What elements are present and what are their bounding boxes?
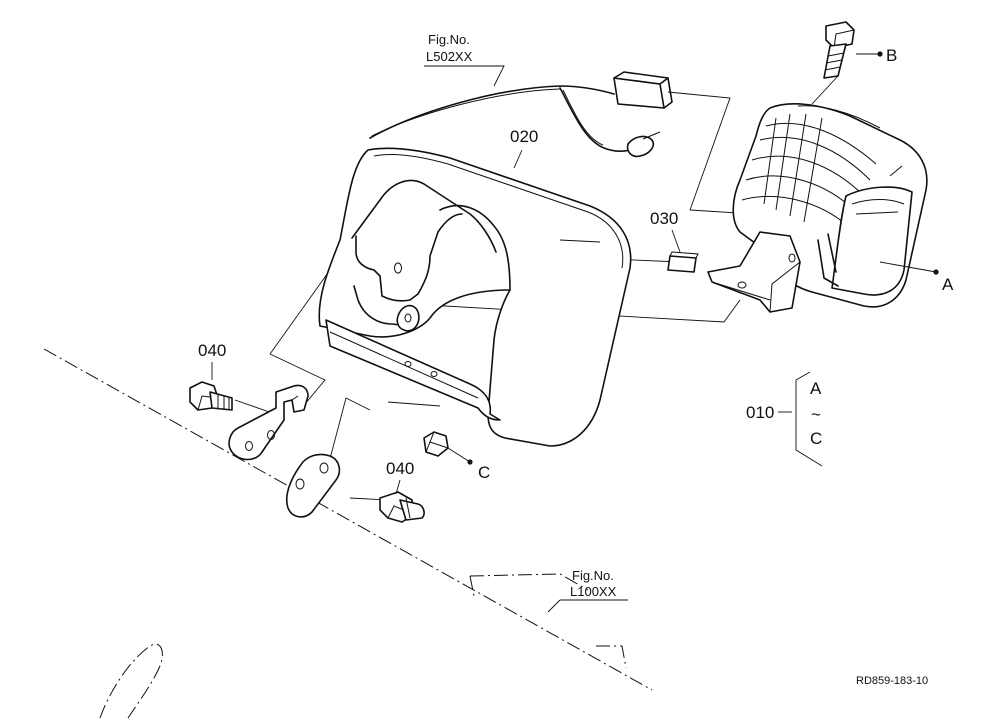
part-label-020: 020 [510, 127, 538, 146]
fig-ref-top-value: L502XX [426, 49, 473, 64]
ref-label-b: B [886, 46, 897, 65]
callout-leaders [211, 51, 939, 613]
wire-harness [369, 71, 673, 158]
bolt-040-bottom [379, 491, 425, 523]
part-020-cover [318, 147, 632, 447]
ref-dot-b [877, 51, 883, 57]
nut-c [423, 431, 449, 457]
callout-labels: Fig.No. L502XX Fig.No. L100XX 020 030 04… [198, 32, 954, 687]
fig-ref-top-label: Fig.No. [428, 32, 470, 47]
mounting-bracket-right [285, 453, 341, 518]
range-separator: ~ [811, 405, 821, 424]
part-010-work-light [707, 103, 928, 313]
bolt-040-left [189, 381, 233, 411]
range-from-label: A [810, 379, 822, 398]
drawing-id: RD859-183-10 [856, 675, 928, 687]
part-030-pad [667, 251, 699, 273]
ref-dot-a [933, 269, 939, 275]
fig-ref-bottom-value: L100XX [570, 584, 617, 599]
part-label-040-bottom: 040 [386, 459, 414, 478]
range-to-label: C [810, 429, 822, 448]
part-label-030: 030 [650, 209, 678, 228]
bolt-b [811, 21, 855, 105]
frame-outline [43, 348, 653, 719]
ref-dot-c [467, 459, 473, 465]
fig-ref-bottom-label: Fig.No. [572, 568, 614, 583]
part-label-040-left: 040 [198, 341, 226, 360]
ref-label-a: A [942, 275, 954, 294]
ref-label-c: C [478, 463, 490, 482]
part-label-010: 010 [746, 403, 774, 422]
mounting-bracket-left [228, 384, 309, 461]
